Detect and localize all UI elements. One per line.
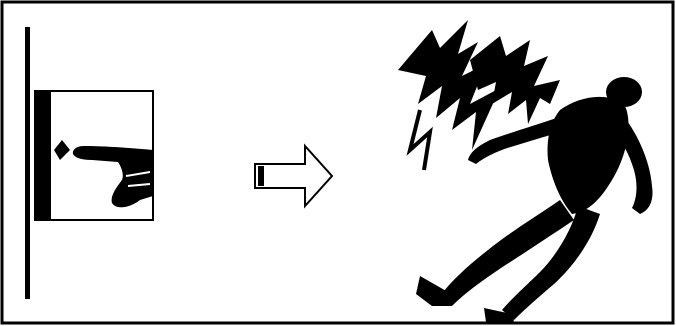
contact-strip	[35, 91, 51, 220]
arrow-tail-bar	[258, 166, 264, 186]
wall-line	[25, 27, 30, 299]
